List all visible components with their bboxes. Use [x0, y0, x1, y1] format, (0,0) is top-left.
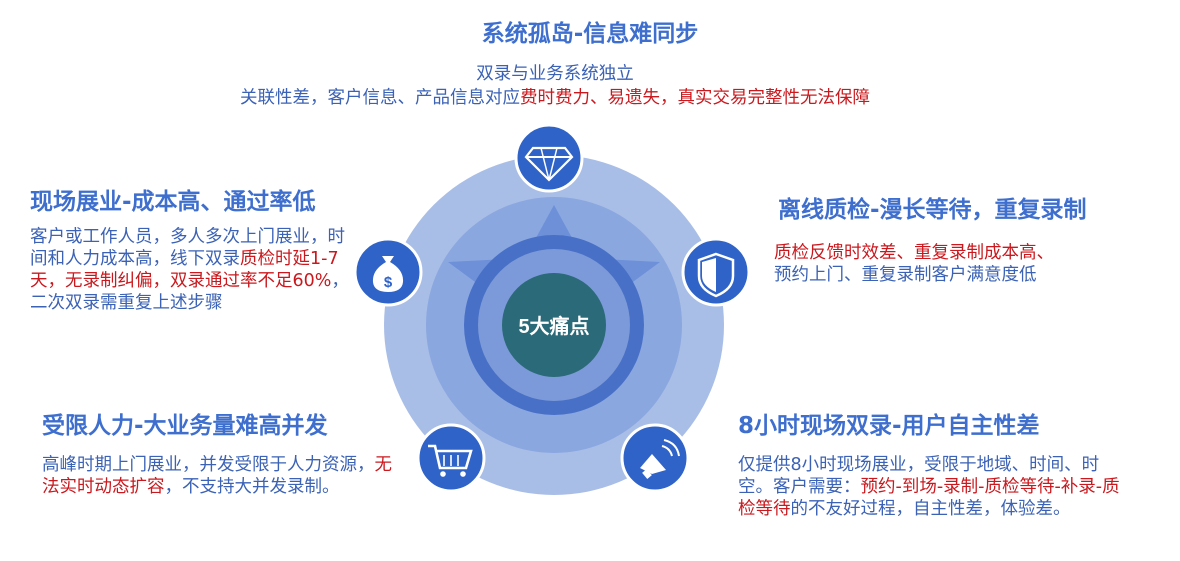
lower-right-text: 仅提供8小时现场展业，受限于地域、时间、时空。客户需要： — [738, 455, 1100, 497]
shopping-cart-icon — [416, 423, 486, 493]
lower-left-text-end: ，不支持大并发录制。 — [164, 477, 340, 497]
top-line2-highlight: 费时费力、易遗失，真实交易完整性无法保障 — [520, 88, 870, 108]
top-description: 双录与业务系统独立 关联性差，客户信息、产品信息对应费时费力、易遗失，真实交易完… — [0, 62, 1110, 110]
lower-left-description: 高峰时期上门展业，并发受限于人力资源，无法实时动态扩容，不支持大并发录制。 — [42, 454, 392, 498]
lower-left-title: 受限人力-大业务量难高并发 — [42, 413, 328, 439]
upper-right-title: 离线质检-漫长等待，重复录制 — [778, 197, 1087, 223]
upper-right-description: 质检反馈时效差、重复录制成本高、 预约上门、重复录制客户满意度低 — [774, 242, 1154, 286]
lower-right-description: 仅提供8小时现场展业，受限于地域、时间、时空。客户需要：预约-到场-录制-质检等… — [738, 454, 1128, 520]
upper-left-text-end: ，二次双录需重复上述步骤 — [30, 271, 349, 313]
money-bag-icon: $ — [353, 237, 423, 307]
upper-right-highlight: 质检反馈时效差、重复录制成本高、 — [774, 243, 1054, 263]
top-title: 系统孤岛-信息难同步 — [481, 21, 699, 47]
center-circle — [502, 273, 606, 377]
top-line2-text: 关联性差，客户信息、产品信息对应 — [240, 88, 520, 108]
megaphone-icon — [620, 423, 690, 493]
center-label: 5大痛点 — [518, 314, 589, 338]
lower-right-text-end: 的不友好过程，自主性差，体验差。 — [790, 499, 1071, 519]
shield-icon — [681, 237, 751, 307]
lower-left-highlight: 无法实时动态扩容 — [42, 455, 392, 497]
top-line2: 关联性差，客户信息、产品信息对应费时费力、易遗失，真实交易完整性无法保障 — [0, 86, 1110, 110]
upper-left-description: 客户或工作人员，多人多次上门展业，时间和人力成本高，线下双录质检时延1-7天，无… — [30, 226, 350, 314]
upper-left-text: 客户或工作人员，多人多次上门展业，时间和人力成本高，线下双录 — [30, 227, 345, 269]
upper-right-text: 预约上门、重复录制客户满意度低 — [774, 265, 1037, 285]
diamond-icon — [514, 123, 584, 193]
lower-right-title: 8小时现场双录-用户自主性差 — [738, 413, 1040, 439]
lower-right-highlight: 预约-到场-录制-质检等待-补录-质检等待 — [738, 477, 1120, 519]
upper-left-title: 现场展业-成本高、通过率低 — [30, 189, 316, 215]
top-line1: 双录与业务系统独立 — [476, 64, 634, 84]
svg-text:$: $ — [384, 274, 393, 291]
upper-left-highlight: 质检时延1-7天，无录制纠偏，双录通过率不足60% — [30, 249, 339, 291]
lower-left-text: 高峰时期上门展业，并发受限于人力资源， — [42, 455, 375, 475]
